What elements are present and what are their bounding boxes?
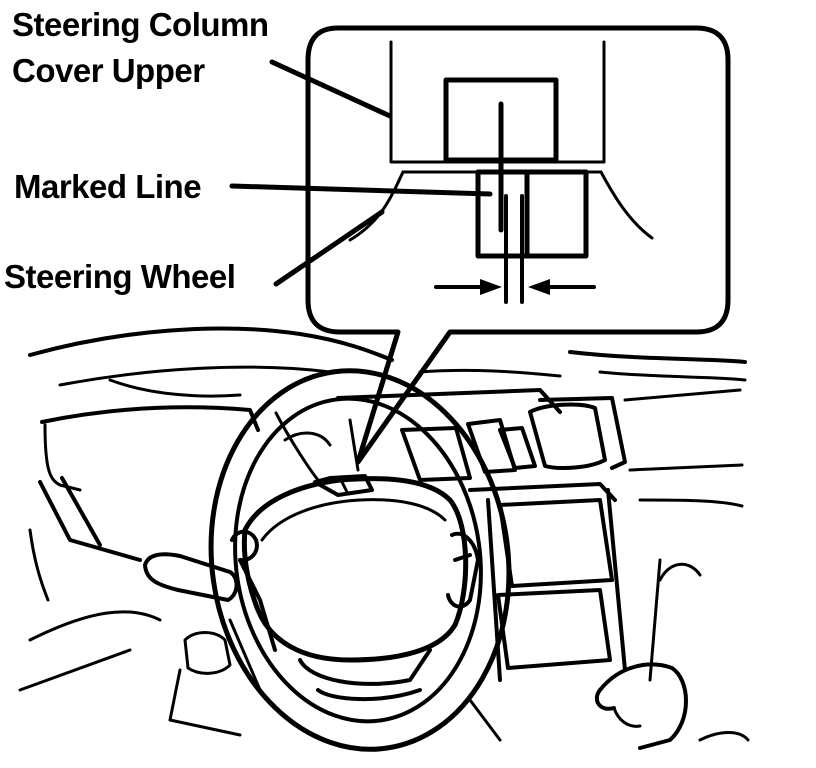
callout-bubble	[305, 25, 731, 465]
label-steering-wheel: Steering Wheel	[4, 258, 236, 295]
label-steering-column-cover-upper-line2: Cover Upper	[12, 52, 205, 89]
dashboard-illustration	[18, 326, 750, 750]
label-marked-line: Marked Line	[14, 168, 202, 205]
steering-wheel-illustration	[208, 368, 512, 752]
label-steering-column-cover-upper-line1: Steering Column	[12, 6, 269, 43]
leader-lines	[229, 59, 493, 287]
